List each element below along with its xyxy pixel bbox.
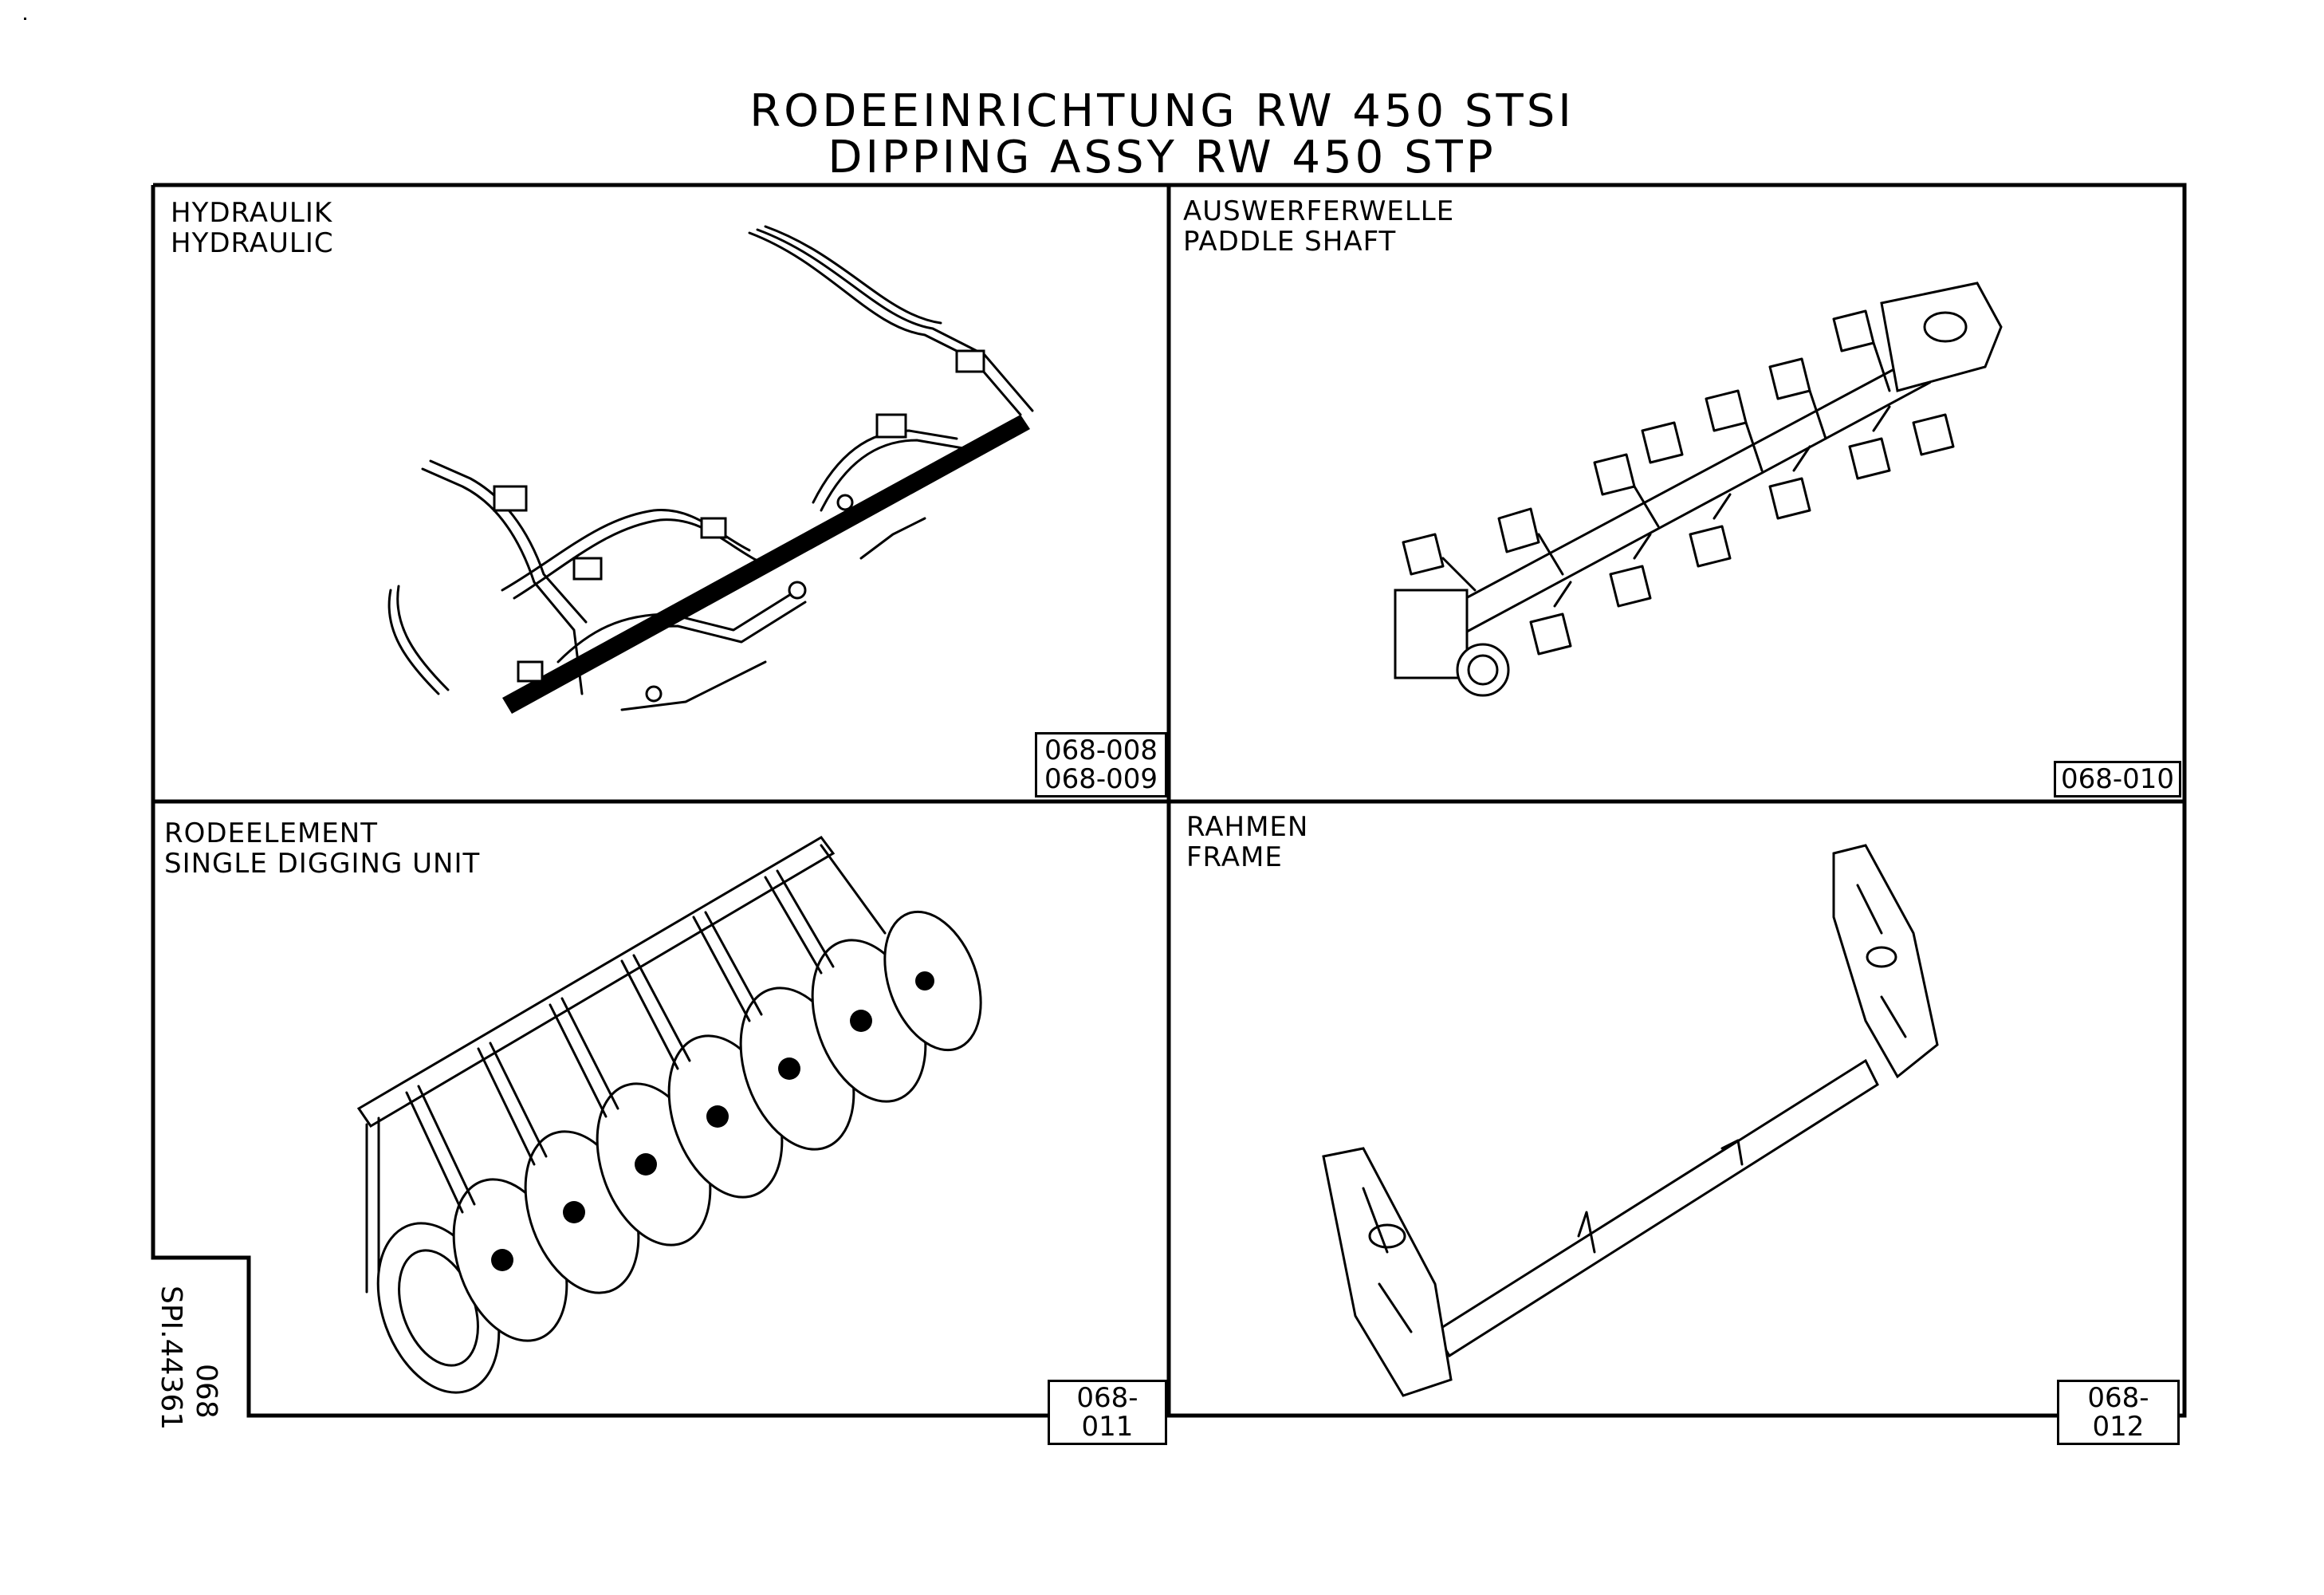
ref-068-009: 068-009 [1044,763,1158,795]
panel-paddle-shaft-label: AUSWERFERWELLE PADDLE SHAFT [1183,196,1454,257]
panel-paddle-shaft-ref[interactable]: 068-010 [2054,761,2181,798]
panel-hydraulic-ref[interactable]: 068-008 068-009 [1035,732,1167,798]
panel-paddle-shaft-label-de: AUSWERFERWELLE [1183,195,1455,227]
panel-paddle-shaft-label-en: PADDLE SHAFT [1183,226,1397,258]
panel-digging-unit-ref[interactable]: 068-011 [1048,1380,1167,1445]
side-code: SPI.44361 [155,1286,187,1431]
panel-frame-label-en: FRAME [1186,841,1283,873]
hydraulic-assembly-icon [387,225,1034,714]
sheet-title-de: RODEEINRICHTUNG RW 450 STSI [749,85,1575,137]
ref-068-012: 068-012 [2087,1382,2149,1443]
panel-hydraulic-label-de: HYDRAULIK [171,197,333,229]
panel-digging-unit-label-en: SINGLE DIGGING UNIT [164,848,481,880]
panel-frame-ref[interactable]: 068-012 [2057,1380,2180,1445]
paddle-shaft-icon [1394,282,2003,697]
side-group: 068 [190,1364,222,1419]
panel-digging-unit-label: RODEELEMENT SINGLE DIGGING UNIT [164,818,480,879]
panel-hydraulic-label-en: HYDRAULIC [171,227,334,259]
ref-068-010: 068-010 [2060,763,2175,795]
ref-068-008: 068-008 [1044,734,1158,766]
stray-dot [24,18,26,20]
sheet-title-en: DIPPING ASSY RW 450 STP [828,132,1496,183]
panel-frame-label-de: RAHMEN [1186,811,1309,843]
panel-frame-label: RAHMEN FRAME [1186,812,1308,872]
ref-068-011: 068-011 [1076,1382,1138,1443]
digging-unit-icon [356,836,982,1394]
panel-hydraulic-label: HYDRAULIK HYDRAULIC [171,198,334,258]
frame-icon [1322,844,1939,1397]
panel-digging-unit-label-de: RODEELEMENT [164,817,378,849]
